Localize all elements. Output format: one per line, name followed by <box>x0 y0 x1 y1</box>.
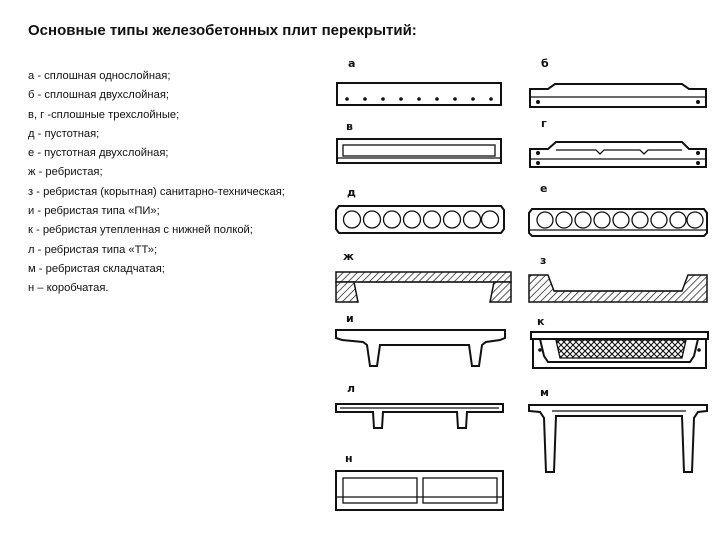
label-l: л <box>347 382 355 395</box>
label-z: з <box>540 254 546 267</box>
label-v: в <box>346 120 353 133</box>
legend-item: в, г -сплошные трехслойные; <box>28 108 180 121</box>
legend-item: л - ребристая типа «ТТ»; <box>28 243 158 256</box>
slab-b <box>529 83 707 108</box>
slab-i <box>335 329 506 367</box>
label-n: н <box>345 452 353 465</box>
slab-l <box>335 403 504 429</box>
slab-n <box>335 470 504 511</box>
label-zh: ж <box>343 250 354 263</box>
slab-zh <box>335 271 512 303</box>
legend-item: м - ребристая складчатая; <box>28 262 165 275</box>
legend-list: а - сплошная однослойная; б - сплошная д… <box>28 67 285 299</box>
slab-d <box>335 205 505 234</box>
label-a: а <box>348 57 355 70</box>
slab-m <box>528 404 708 473</box>
label-d: д <box>347 186 356 199</box>
legend-item: ж - ребристая; <box>28 166 103 179</box>
legend-item: е - пустотная двухслойная; <box>28 147 169 160</box>
legend-item: и - ребристая типа «ПИ»; <box>28 205 160 218</box>
label-m: м <box>540 386 549 399</box>
slab-k <box>530 331 709 369</box>
slab-v <box>336 138 502 164</box>
label-i: и <box>346 312 354 325</box>
page-title: Основные типы железобетонных плит перекр… <box>28 22 417 39</box>
legend-item: н – коробчатая. <box>28 282 109 295</box>
slab-g <box>529 141 707 168</box>
legend-item: з - ребристая (корытная) санитарно-техни… <box>28 185 285 198</box>
label-k: к <box>537 315 545 328</box>
legend-item: д - пустотная; <box>28 127 100 140</box>
legend-item: к - ребристая утепленная с нижней полкой… <box>28 224 253 237</box>
label-g: г <box>541 117 547 130</box>
label-b: б <box>541 57 549 70</box>
slab-z <box>528 274 708 303</box>
slab-e <box>528 208 708 237</box>
legend-item: а - сплошная однослойная; <box>28 70 171 82</box>
slab-a <box>336 82 502 106</box>
legend-item: б - сплошная двухслойная; <box>28 89 169 102</box>
label-e: е <box>540 182 547 195</box>
